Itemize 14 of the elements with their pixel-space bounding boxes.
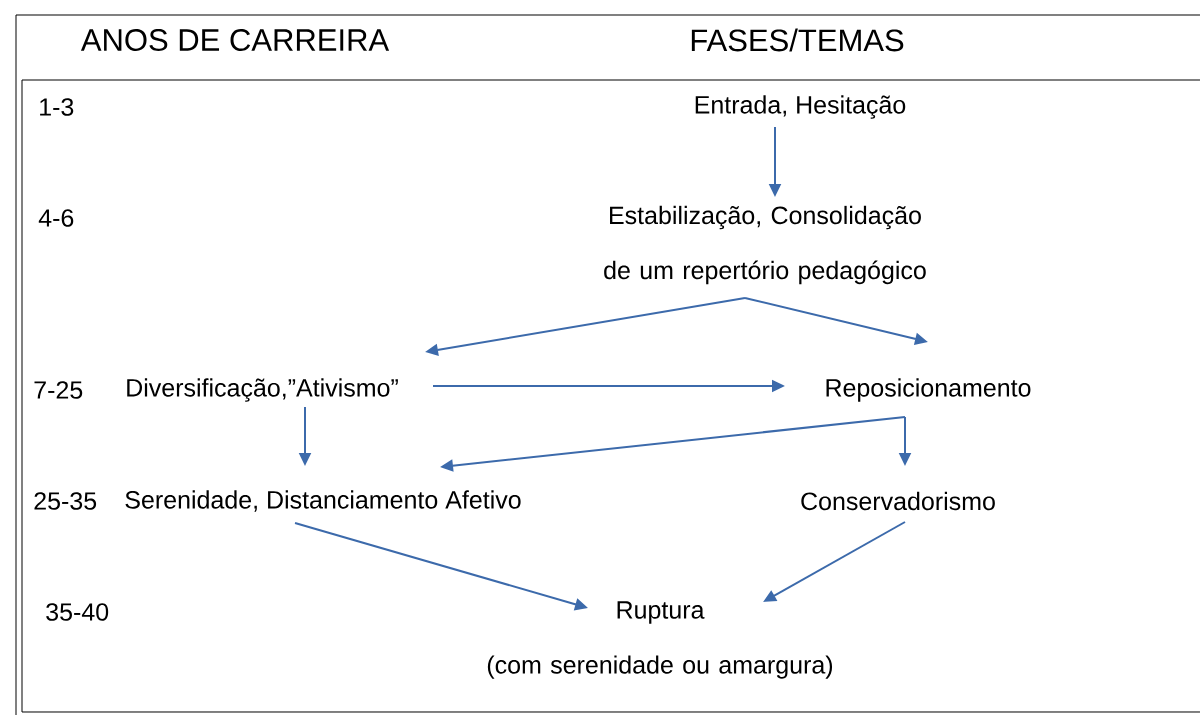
phase-text: Serenidade, Distanciamento Afetivo: [125, 490, 521, 512]
column-header: FASES/TEMAS: [691, 28, 904, 52]
year-range: 4-6: [38, 209, 74, 227]
phase-text: Reposicionamento: [826, 378, 1031, 402]
phase-text: Conservadorismo: [801, 491, 995, 511]
phase-text: Estabilização, Consolidação de um repertório pedagógico: [604, 205, 926, 285]
phase-text: Ruptura (com serenidade ou amargura): [487, 601, 833, 679]
year-range: 25-35: [34, 492, 97, 510]
phase-text: Diversificação,”Ativismo”: [127, 378, 398, 402]
column-header: ANOS DE CARREIRA: [80, 29, 390, 51]
year-range: 35-40: [46, 603, 109, 621]
year-range: 1-3: [40, 98, 74, 116]
year-range: 7-25: [34, 381, 83, 399]
phase-text: Entrada, Hesitação: [695, 95, 906, 119]
